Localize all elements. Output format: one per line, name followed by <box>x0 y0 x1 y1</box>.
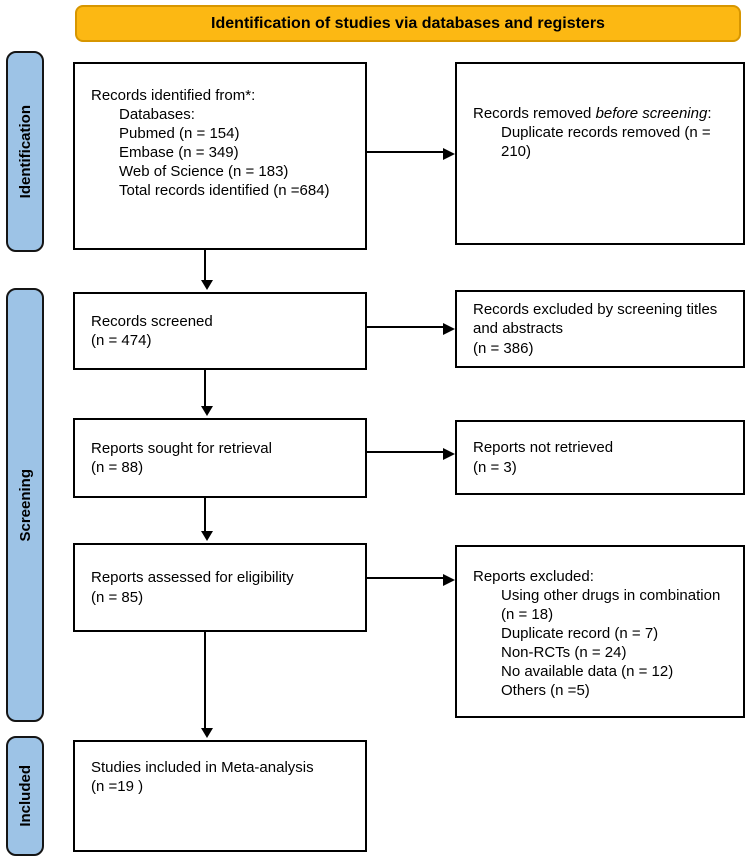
box-line-italic-text: before screening <box>595 105 708 122</box>
box-line: Reports assessed for eligibility <box>91 569 294 587</box>
box-line: (n = 474) <box>91 332 152 349</box>
arrow-screened-to-excluded <box>367 323 455 335</box>
box-line: Total records identified (n =684) <box>119 182 330 200</box>
sidebar-stage-screening-label: Screening <box>16 468 34 542</box>
box-line-text: Records removed <box>473 105 596 122</box>
box-line: No available data (n = 12) <box>501 663 674 681</box>
sidebar-stage-identification-label: Identification <box>16 104 34 199</box>
box-line: Others (n =5) <box>501 682 590 700</box>
banner-label: Identification of studies via databases … <box>211 14 605 32</box>
box-line: Records excluded by screening titles and… <box>473 301 718 338</box>
box-line: Web of Science (n = 183) <box>119 163 289 181</box>
sidebar-stage-included-label: Included <box>16 765 34 827</box>
box-line: Non-RCTs (n = 24) <box>501 644 627 662</box>
box-line: Reports sought for retrieval <box>91 439 272 457</box>
box-line: Records identified from*: <box>91 87 256 104</box>
box-line: (n = 88) <box>91 459 144 476</box>
box-line: Reports not retrieved <box>473 439 614 457</box>
arrow-identified-to-screened <box>201 250 213 290</box>
sidebar-stage-identification: Identification <box>6 51 44 252</box>
box-line: Databases: <box>119 106 195 124</box>
box-records-identified: Records identified from*: Databases: Pub… <box>73 62 367 250</box>
banner-identification-via-databases: Identification of studies via databases … <box>75 5 741 42</box>
box-reports-not-retrieved: Reports not retrieved (n = 3) <box>455 420 745 495</box>
box-records-excluded-by-screening: Records excluded by screening titles and… <box>455 290 745 368</box>
sidebar-stage-screening: Screening <box>6 288 44 722</box>
box-reports-assessed-for-eligibility: Reports assessed for eligibility (n = 85… <box>73 543 367 632</box>
arrow-sought-to-assessed <box>201 498 213 541</box>
box-line: Records screened <box>91 312 213 330</box>
sidebar-stage-included: Included <box>6 736 44 856</box>
arrow-sought-to-not-retrieved <box>367 448 455 460</box>
box-line: Pubmed (n = 154) <box>119 125 240 143</box>
box-reports-excluded: Reports excluded: Using other drugs in c… <box>455 545 745 718</box>
box-studies-included-in-meta-analysis: Studies included in Meta-analysis (n =19… <box>73 740 367 852</box>
arrow-identified-to-removed <box>367 148 455 160</box>
box-line: Embase (n = 349) <box>119 144 239 162</box>
box-line: Records removed before screening: <box>473 104 735 123</box>
box-line: (n = 3) <box>473 458 517 476</box>
box-line: Using other drugs in combination (n = 18… <box>501 587 721 624</box>
box-line: Duplicate records removed (n = 210) <box>501 124 711 161</box>
box-reports-sought-for-retrieval: Reports sought for retrieval (n = 88) <box>73 418 367 498</box>
box-line: Duplicate record (n = 7) <box>501 625 659 643</box>
box-line: (n =19 ) <box>91 778 144 796</box>
box-records-screened: Records screened (n = 474) <box>73 292 367 370</box>
arrow-screened-to-sought <box>201 370 213 416</box>
box-line: (n = 386) <box>473 339 534 357</box>
arrow-assessed-to-reports-excluded <box>367 574 455 586</box>
box-line: Studies included in Meta-analysis <box>91 759 314 776</box>
box-records-removed-before-screening: Records removed before screening: Duplic… <box>455 62 745 245</box>
box-line-text: : <box>707 105 712 122</box>
arrow-assessed-to-included <box>201 632 213 738</box>
box-line: (n = 85) <box>91 588 144 606</box>
box-line: Reports excluded: <box>473 568 594 585</box>
